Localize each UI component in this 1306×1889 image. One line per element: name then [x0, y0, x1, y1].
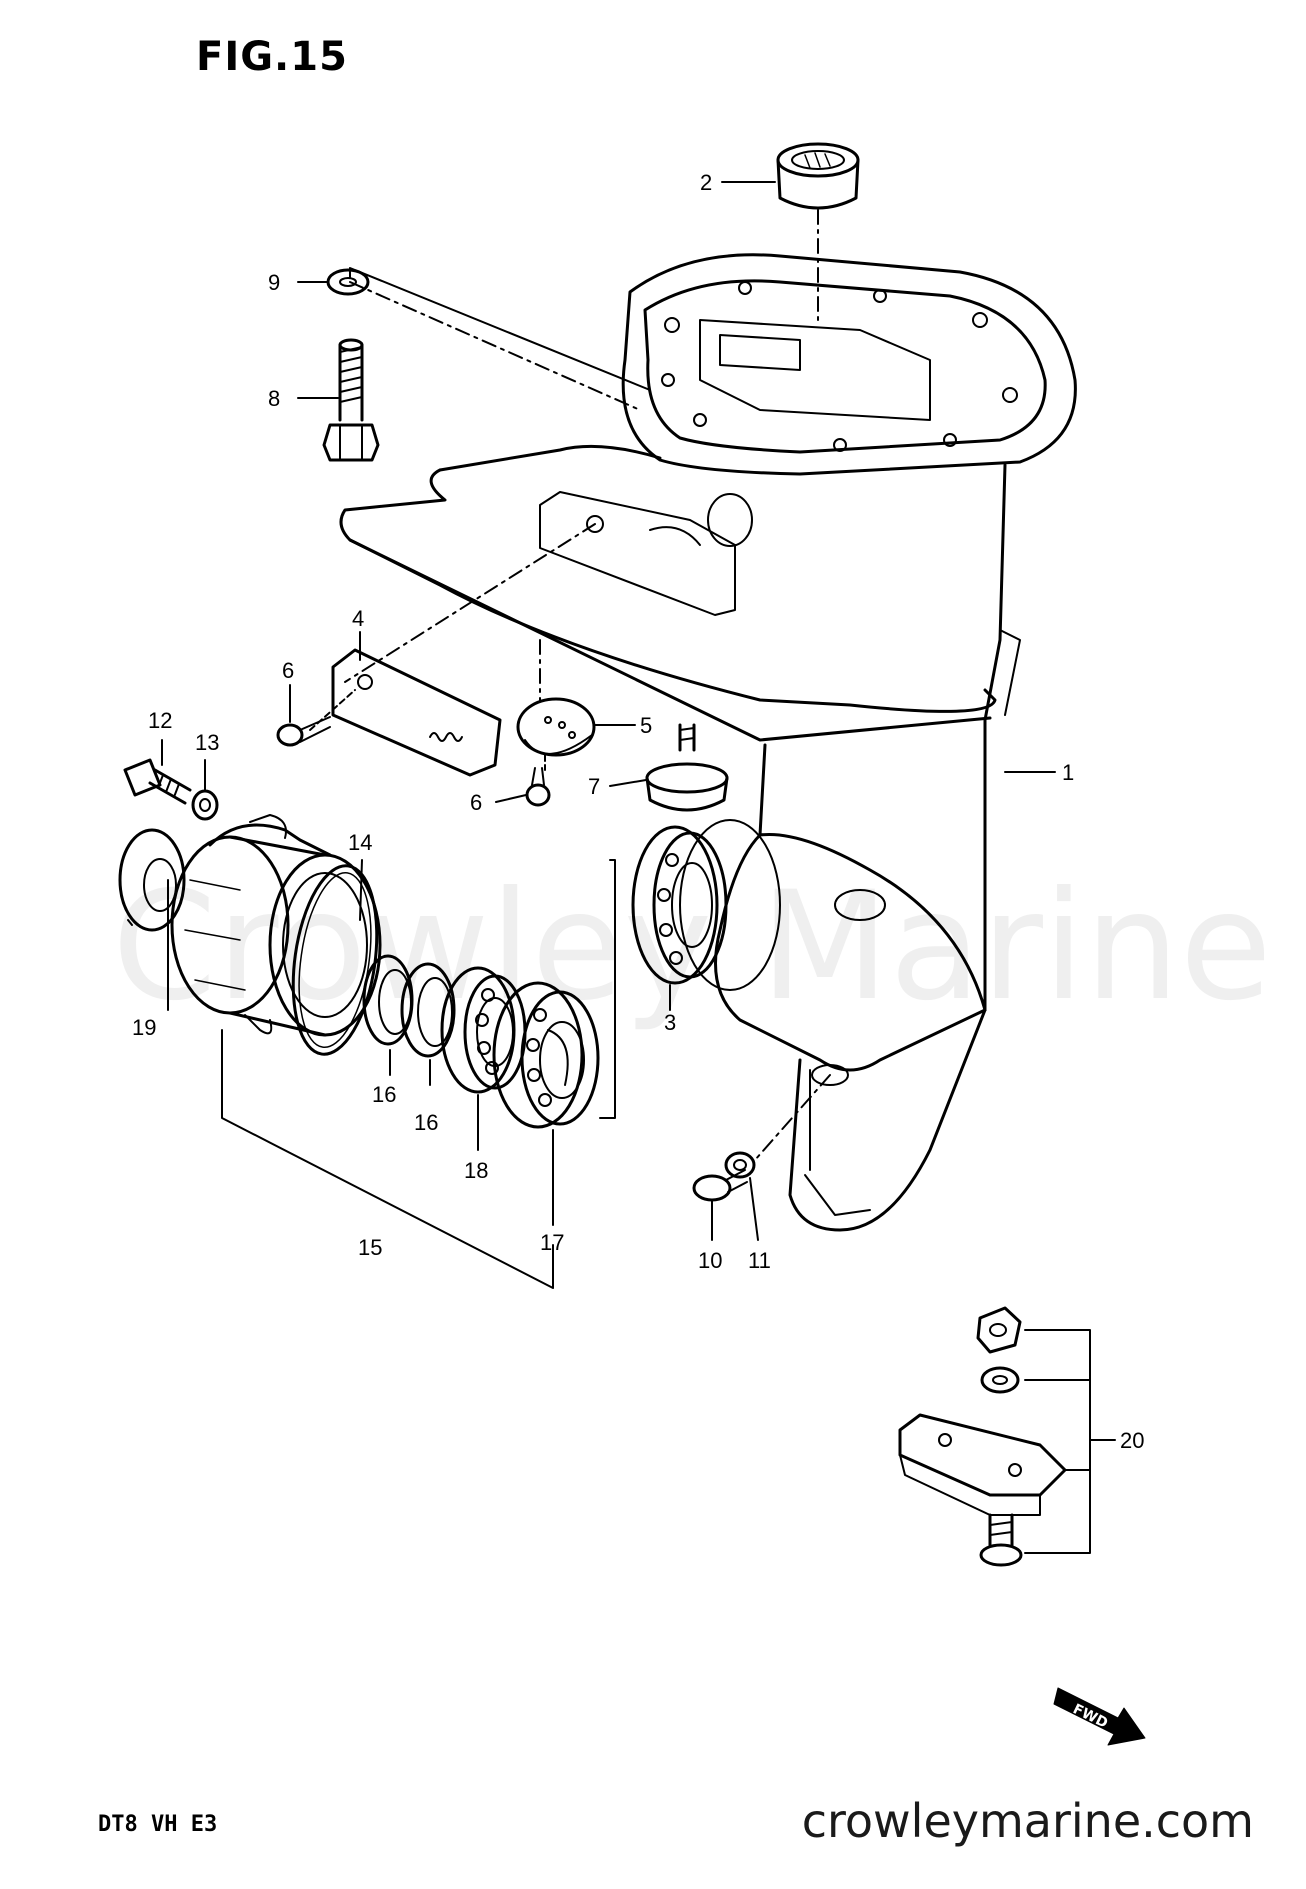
part-6-screw-lower	[525, 767, 551, 807]
part-16-seal-b	[400, 962, 456, 1058]
part-4-anode	[331, 648, 502, 777]
part-6-screw-upper	[276, 716, 331, 747]
callout-20: 20	[1120, 1428, 1144, 1453]
callout-3: 3	[664, 1010, 676, 1035]
callout-8: 8	[268, 386, 280, 411]
callout-12: 12	[148, 708, 172, 733]
part-13-washer	[191, 789, 219, 821]
part-2-bushing	[776, 142, 860, 210]
part-15-bearing-housing	[170, 814, 382, 1037]
callout-7b: 7	[588, 774, 600, 799]
callout-19: 19	[132, 1015, 156, 1040]
callout-17b: 17	[540, 1230, 564, 1255]
part-8-bolt	[322, 338, 380, 462]
site-url: crowleymarine.com	[801, 1794, 1254, 1848]
part-17-bearing	[492, 981, 600, 1129]
part-5-cover	[516, 697, 596, 757]
model-code: DT8 VH E3	[98, 1812, 218, 1837]
callout-11b: 11	[748, 1248, 771, 1273]
part-12-bolt	[123, 758, 192, 805]
callout-13: 13	[195, 730, 219, 755]
callout-4: 4	[352, 606, 364, 631]
callout-5b: 5	[640, 713, 652, 738]
callout-15: 15	[358, 1235, 382, 1260]
callout-2: 2	[700, 170, 712, 195]
gearcase-housing	[339, 253, 1077, 1232]
part-3-bearing	[631, 825, 728, 985]
part-11-washer	[724, 1151, 756, 1179]
figure-title: FIG.15	[196, 34, 348, 80]
callout-9: 9	[268, 270, 280, 295]
callout-14: 14	[348, 830, 372, 855]
part-19-washer	[118, 828, 186, 932]
part-7-mount	[645, 723, 729, 812]
callout-labels: 2 9 8 4 6 5 5 6 7 7 1 12 13 14 19 3 16 1…	[132, 170, 1144, 1453]
callout-6a: 6	[282, 658, 294, 683]
fwd-arrow-icon: FWD	[1053, 1687, 1146, 1746]
callout-6b: 6	[470, 790, 482, 815]
part-20-anode-kit	[898, 1306, 1067, 1567]
callout-16b: 16	[414, 1110, 438, 1135]
part-18-bearing	[440, 966, 527, 1094]
callout-10: 10	[698, 1248, 722, 1273]
part-10-screw	[692, 1169, 748, 1202]
part-16-seal-a	[362, 954, 414, 1046]
callout-1: 1	[1062, 760, 1074, 785]
leader-lines	[161, 181, 1116, 1554]
callout-16a: 16	[372, 1082, 396, 1107]
callout-18b: 18	[464, 1158, 488, 1183]
